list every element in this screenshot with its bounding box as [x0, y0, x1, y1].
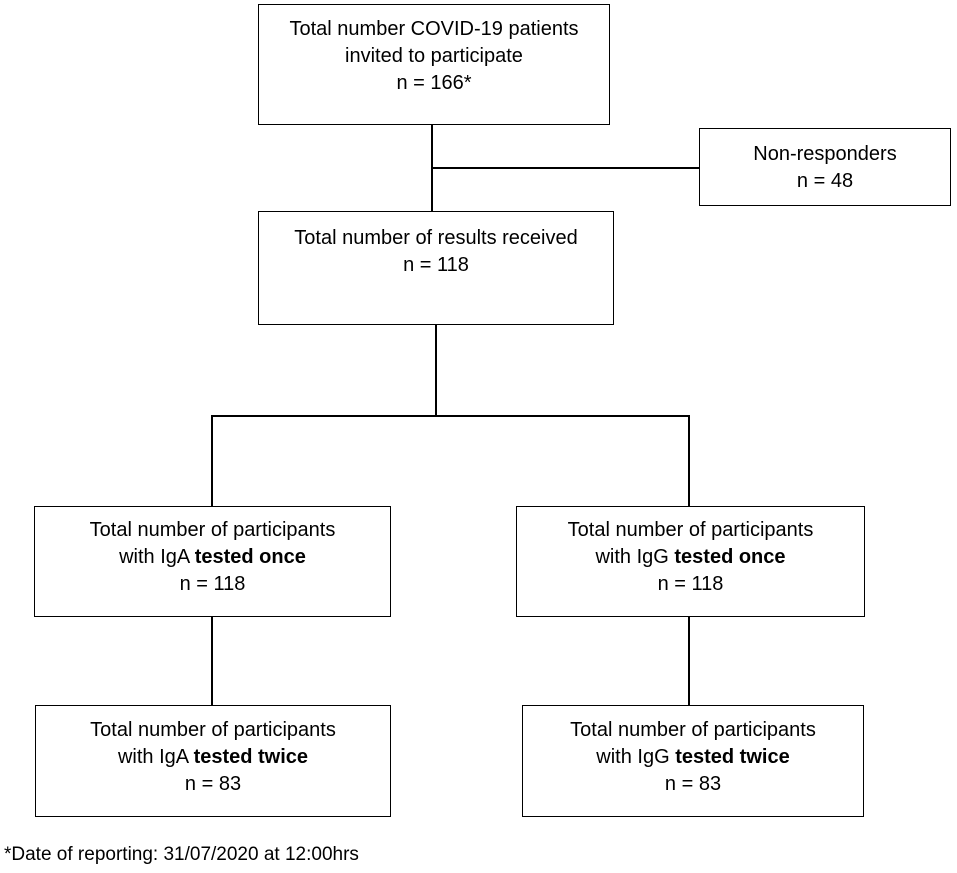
iga-twice-line1: Total number of participants — [90, 719, 336, 741]
received-label: Total number of results received — [294, 227, 578, 249]
igg-once-box: Total number of participants with IgG te… — [516, 506, 865, 617]
igg-once-count: n = 118 — [657, 573, 724, 595]
iga-once-box: Total number of participants with IgA te… — [34, 506, 391, 617]
iga-twice-prefix: with IgA — [117, 746, 188, 768]
iga-once-count: n = 118 — [179, 573, 246, 595]
igg-once-line1: Total number of participants — [567, 519, 814, 541]
iga-twice-count: n = 83 — [184, 773, 242, 795]
igg-once-emphasis: tested once — [674, 546, 786, 568]
connector-iga-once-to-twice — [211, 616, 213, 706]
igg-twice-box: Total number of participants with IgG te… — [522, 705, 864, 817]
connector-igg-once-to-twice — [688, 616, 690, 706]
connector-received-down — [435, 324, 437, 416]
igg-twice-line2: with IgG tested twice — [523, 744, 863, 771]
iga-once-emphasis: tested once — [194, 546, 306, 568]
igg-twice-prefix: with IgG — [596, 746, 670, 768]
invited-count: n = 166* — [396, 72, 472, 94]
connector-split — [211, 415, 689, 417]
non-responders-box: Non-responders n = 48 — [699, 128, 951, 206]
iga-twice-box: Total number of participants with IgA te… — [35, 705, 391, 817]
connector-to-non-responders — [431, 167, 700, 169]
iga-once-line1: Total number of participants — [89, 519, 336, 541]
iga-once-line2: with IgA tested once — [35, 544, 390, 571]
igg-twice-count: n = 83 — [664, 773, 722, 795]
footnote: *Date of reporting: 31/07/2020 at 12:00h… — [4, 844, 359, 865]
igg-once-prefix: with IgG — [595, 546, 669, 568]
iga-twice-line2: with IgA tested twice — [36, 744, 390, 771]
received-count: n = 118 — [403, 254, 469, 276]
igg-once-line2: with IgG tested once — [517, 544, 864, 571]
iga-once-prefix: with IgA — [119, 546, 190, 568]
non-responders-label: Non-responders — [753, 143, 897, 165]
iga-twice-emphasis: tested twice — [193, 746, 309, 768]
received-box: Total number of results received n = 118 — [258, 211, 614, 325]
igg-twice-emphasis: tested twice — [675, 746, 790, 768]
connector-split-right — [688, 415, 690, 507]
invited-box: Total number COVID-19 patients invited t… — [258, 4, 610, 125]
connector-split-left — [211, 415, 213, 507]
igg-twice-line1: Total number of participants — [570, 719, 816, 741]
non-responders-count: n = 48 — [796, 170, 854, 192]
invited-line1: Total number COVID-19 patients — [289, 18, 579, 40]
invited-line2: invited to participate — [345, 45, 523, 67]
